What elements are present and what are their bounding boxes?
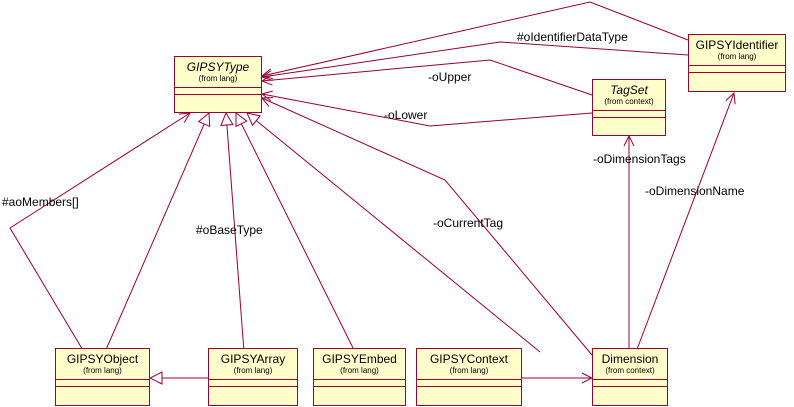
label-o-identifier-data-type: #oIdentifierDataType [517, 30, 628, 44]
assoc-identifier-data-type [262, 41, 689, 77]
gipsy-array-class[interactable]: GIPSYArray (from lang) [208, 348, 298, 406]
gipsy-identifier-operations [689, 73, 785, 79]
gipsy-embed-header: GIPSYEmbed (from lang) [314, 349, 405, 380]
dimension-attributes [593, 380, 667, 387]
gipsy-embed-package: (from lang) [340, 366, 379, 375]
gipsy-type-package: (from lang) [198, 74, 238, 83]
gipsy-identifier-name: GIPSYIdentifier [695, 38, 779, 52]
dimension-name: Dimension [601, 352, 659, 366]
label-o-dimension-name: -oDimensionName [645, 184, 745, 198]
assoc-identifier-top [262, 1, 689, 76]
gipsy-identifier-header: GIPSYIdentifier (from lang) [689, 35, 785, 66]
tag-set-header: TagSet (from context) [593, 80, 665, 111]
gipsy-identifier-package: (from lang) [717, 52, 757, 61]
gipsy-type-header: GIPSYType (from lang) [175, 57, 261, 88]
assoc-ao-members [9, 113, 190, 353]
dimension-class[interactable]: Dimension (from context) [592, 348, 668, 406]
gen-array [226, 113, 245, 353]
gipsy-context-operations [417, 387, 521, 393]
gipsy-object-package: (from lang) [83, 366, 122, 375]
gipsy-type-operations [175, 95, 261, 101]
assoc-current-tag [262, 98, 593, 356]
gipsy-array-name: GIPSYArray [220, 352, 286, 366]
assoc-lower [262, 94, 593, 127]
gipsy-type-name: GIPSYType [186, 60, 250, 74]
gipsy-object-name: GIPSYObject [66, 352, 139, 366]
assoc-upper [262, 59, 593, 96]
gen-embed [236, 113, 356, 353]
tag-set-attributes [593, 111, 665, 118]
gipsy-embed-attributes [314, 380, 405, 387]
dimension-operations [593, 387, 667, 393]
gen-context [247, 113, 541, 353]
tag-set-operations [593, 118, 665, 124]
gen-object [104, 113, 209, 353]
gipsy-array-package: (from lang) [233, 366, 273, 375]
gipsy-context-header: GIPSYContext (from lang) [417, 349, 521, 380]
gipsy-object-class[interactable]: GIPSYObject (from lang) [55, 348, 150, 406]
gipsy-context-attributes [417, 380, 521, 387]
tag-set-name: TagSet [610, 83, 648, 97]
gipsy-embed-class[interactable]: GIPSYEmbed (from lang) [313, 348, 406, 406]
label-o-current-tag: -oCurrentTag [433, 216, 504, 230]
gipsy-context-package: (from lang) [449, 366, 489, 375]
gipsy-object-header: GIPSYObject (from lang) [56, 349, 149, 380]
gipsy-type-class[interactable]: GIPSYType (from lang) [174, 56, 262, 113]
gipsy-embed-name: GIPSYEmbed [322, 352, 397, 366]
gipsy-context-name: GIPSYContext [429, 352, 509, 366]
dimension-package: (from context) [605, 366, 655, 375]
gipsy-array-header: GIPSYArray (from lang) [209, 349, 297, 380]
label-o-upper: -oUpper [428, 70, 472, 84]
gipsy-array-operations [209, 387, 297, 393]
gipsy-identifier-class[interactable]: GIPSYIdentifier (from lang) [688, 34, 786, 92]
gipsy-object-operations [56, 387, 149, 393]
dimension-header: Dimension (from context) [593, 349, 667, 380]
tag-set-package: (from context) [604, 97, 654, 106]
gipsy-type-attributes [175, 88, 261, 95]
label-ao-members: #aoMembers[] [2, 195, 79, 209]
label-o-dimension-tags: -oDimensionTags [593, 152, 686, 166]
label-o-base-type: #oBaseType [196, 223, 263, 237]
gipsy-context-class[interactable]: GIPSYContext (from lang) [416, 348, 522, 406]
gipsy-array-attributes [209, 380, 297, 387]
gipsy-embed-operations [314, 387, 405, 393]
gipsy-object-attributes [56, 380, 149, 387]
gipsy-identifier-attributes [689, 66, 785, 73]
assoc-dimension-name [635, 93, 734, 353]
tag-set-class[interactable]: TagSet (from context) [592, 79, 666, 136]
label-o-lower: -oLower [384, 108, 428, 122]
